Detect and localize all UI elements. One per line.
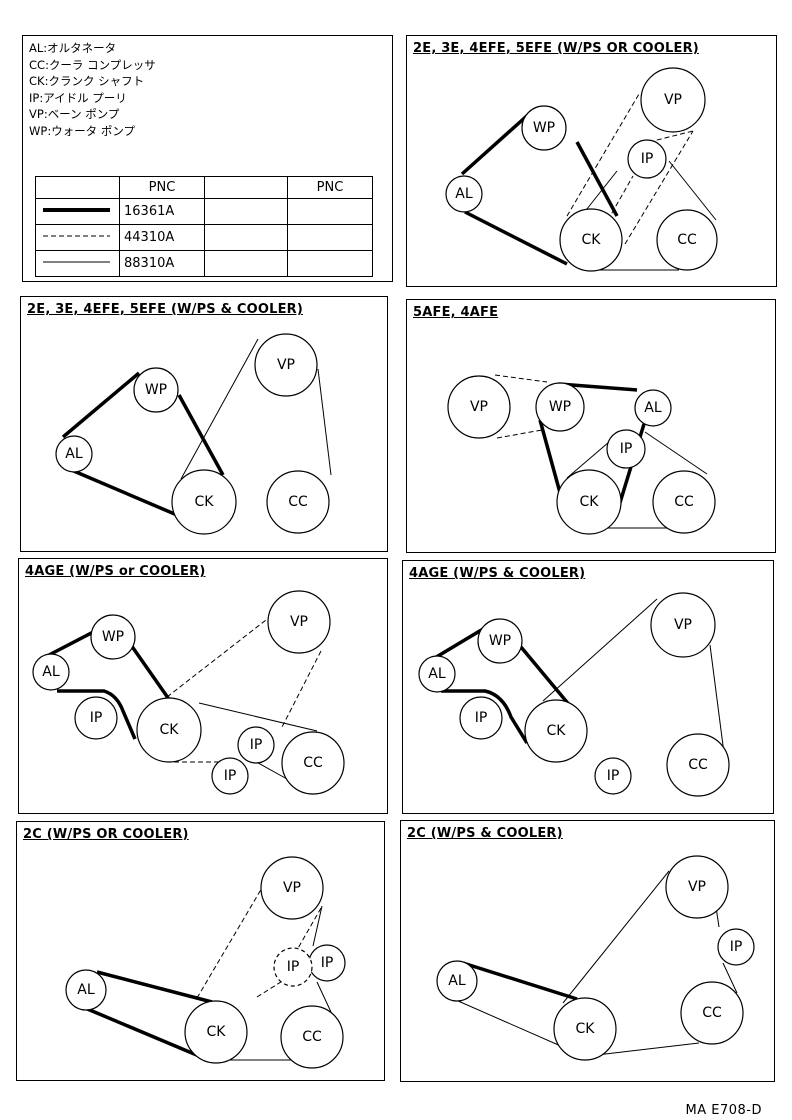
ck-label: CK [576, 1021, 596, 1037]
pnc-code: 44310A [119, 224, 205, 251]
vp-label: VP [283, 880, 301, 896]
vp-label: VP [674, 617, 692, 633]
diagram-title: 4AGE (W/PS & COOLER) [409, 566, 586, 581]
vp-label: VP [277, 357, 295, 373]
al-label: AL [644, 400, 662, 416]
vp-label: VP [470, 399, 488, 415]
vp-label: VP [290, 614, 308, 630]
al-label: AL [428, 666, 446, 682]
cc-label: CC [677, 232, 697, 248]
belt-diagram: AL VP IP IP CK CC [65, 856, 346, 1069]
pnc-code: 88310A [119, 250, 205, 277]
ip-label: IP [730, 939, 743, 955]
ck-label: CK [582, 232, 602, 248]
ip-label: IP [90, 710, 103, 726]
cc-label: CC [302, 1029, 322, 1045]
diagram-title: 2C (W/PS & COOLER) [407, 826, 563, 841]
belt-diagram: WP AL VP CK CC [55, 333, 332, 535]
al-label: AL [65, 446, 83, 462]
diagram-2e-wps-and-cooler: 2E, 3E, 4EFE, 5EFE (W/PS & COOLER) WP AL… [20, 296, 388, 552]
diagram-5afe-4afe: 5AFE, 4AFE VP WP AL IP CK CC [406, 299, 776, 553]
wp-label: WP [145, 382, 167, 398]
vp-label: VP [688, 879, 706, 895]
legend-panel: AL:オルタネータ CC:クーラ コンプレッサ CK:クランク シャフト IP:… [22, 35, 393, 282]
diagram-2c-wps-or-cooler: 2C (W/PS OR COOLER) AL VP IP IP CK CC [16, 821, 385, 1081]
wp-label: WP [489, 633, 511, 649]
diagram-title: 2E, 3E, 4EFE, 5EFE (W/PS & COOLER) [27, 302, 304, 317]
al-label: AL [42, 664, 60, 680]
vp-label: VP [664, 92, 682, 108]
legend-item: AL:オルタネータ [29, 41, 117, 55]
diagram-2c-wps-and-cooler: 2C (W/PS & COOLER) AL VP IP CK CC [400, 820, 775, 1082]
cc-label: CC [674, 494, 694, 510]
ip-label: IP [287, 959, 300, 975]
ip-label: IP [224, 768, 237, 784]
diagram-4age-wps-or-cooler: 4AGE (W/PS or COOLER) WP AL VP IP CK IP [18, 558, 388, 814]
legend-item: CK:クランク シャフト [29, 74, 145, 88]
ck-label: CK [547, 723, 567, 739]
belt-diagram: WP AL VP IP CK IP IP CC [32, 590, 345, 795]
diagram-title: 2E, 3E, 4EFE, 5EFE (W/PS OR COOLER) [413, 41, 699, 56]
belt-diagram: AL VP IP CK CC [436, 855, 755, 1061]
ip-label: IP [321, 955, 334, 971]
ip-label: IP [641, 151, 654, 167]
diagram-title: 4AGE (W/PS or COOLER) [25, 564, 206, 579]
ip-label: IP [607, 768, 620, 784]
pnc-table: PNC PNC 16361A 44310A 88310A [35, 176, 373, 277]
belt-diagram: VP WP AL IP CK CC [447, 374, 716, 535]
dashed-line-sample [43, 235, 110, 237]
cc-label: CC [688, 757, 708, 773]
ip-label: IP [620, 441, 633, 457]
thin-line-sample [43, 261, 110, 263]
wp-label: WP [102, 629, 124, 645]
legend-item: VP:ベーン ポンプ [29, 107, 120, 121]
diagram-4age-wps-and-cooler: 4AGE (W/PS & COOLER) WP AL VP IP CK IP C… [402, 560, 774, 814]
pnc-header: PNC [287, 176, 373, 199]
legend-item: IP:アイドル プーリ [29, 90, 127, 105]
al-label: AL [455, 186, 473, 202]
figure-code: MA E708-D [685, 1103, 762, 1118]
cc-label: CC [702, 1005, 722, 1021]
legend-item: WP:ウォータ ポンプ [29, 123, 135, 138]
thick-line-sample [43, 208, 110, 212]
ip-label: IP [250, 737, 263, 753]
cc-label: CC [303, 755, 323, 771]
diagram-title: 2C (W/PS OR COOLER) [23, 827, 189, 842]
pnc-header: PNC [119, 176, 205, 199]
belt-diagram: WP AL VP IP CK CC [445, 67, 718, 272]
wp-label: WP [533, 120, 555, 136]
wp-label: WP [549, 399, 571, 415]
al-label: AL [77, 982, 95, 998]
diagram-2e-wps-or-cooler: 2E, 3E, 4EFE, 5EFE (W/PS OR COOLER) WP A… [406, 35, 777, 287]
diagram-title: 5AFE, 4AFE [413, 305, 499, 320]
legend-item: CC:クーラ コンプレッサ [29, 57, 156, 72]
ck-label: CK [207, 1024, 227, 1040]
al-label: AL [448, 973, 466, 989]
cc-label: CC [288, 494, 308, 510]
ip-label: IP [475, 710, 488, 726]
pnc-code: 16361A [119, 198, 205, 225]
belt-diagram: WP AL VP IP CK IP CC [418, 592, 730, 797]
ck-label: CK [160, 722, 180, 738]
ck-label: CK [580, 494, 600, 510]
ck-label: CK [195, 494, 215, 510]
legend-list: AL:オルタネータ CC:クーラ コンプレッサ CK:クランク シャフト IP:… [29, 40, 156, 139]
